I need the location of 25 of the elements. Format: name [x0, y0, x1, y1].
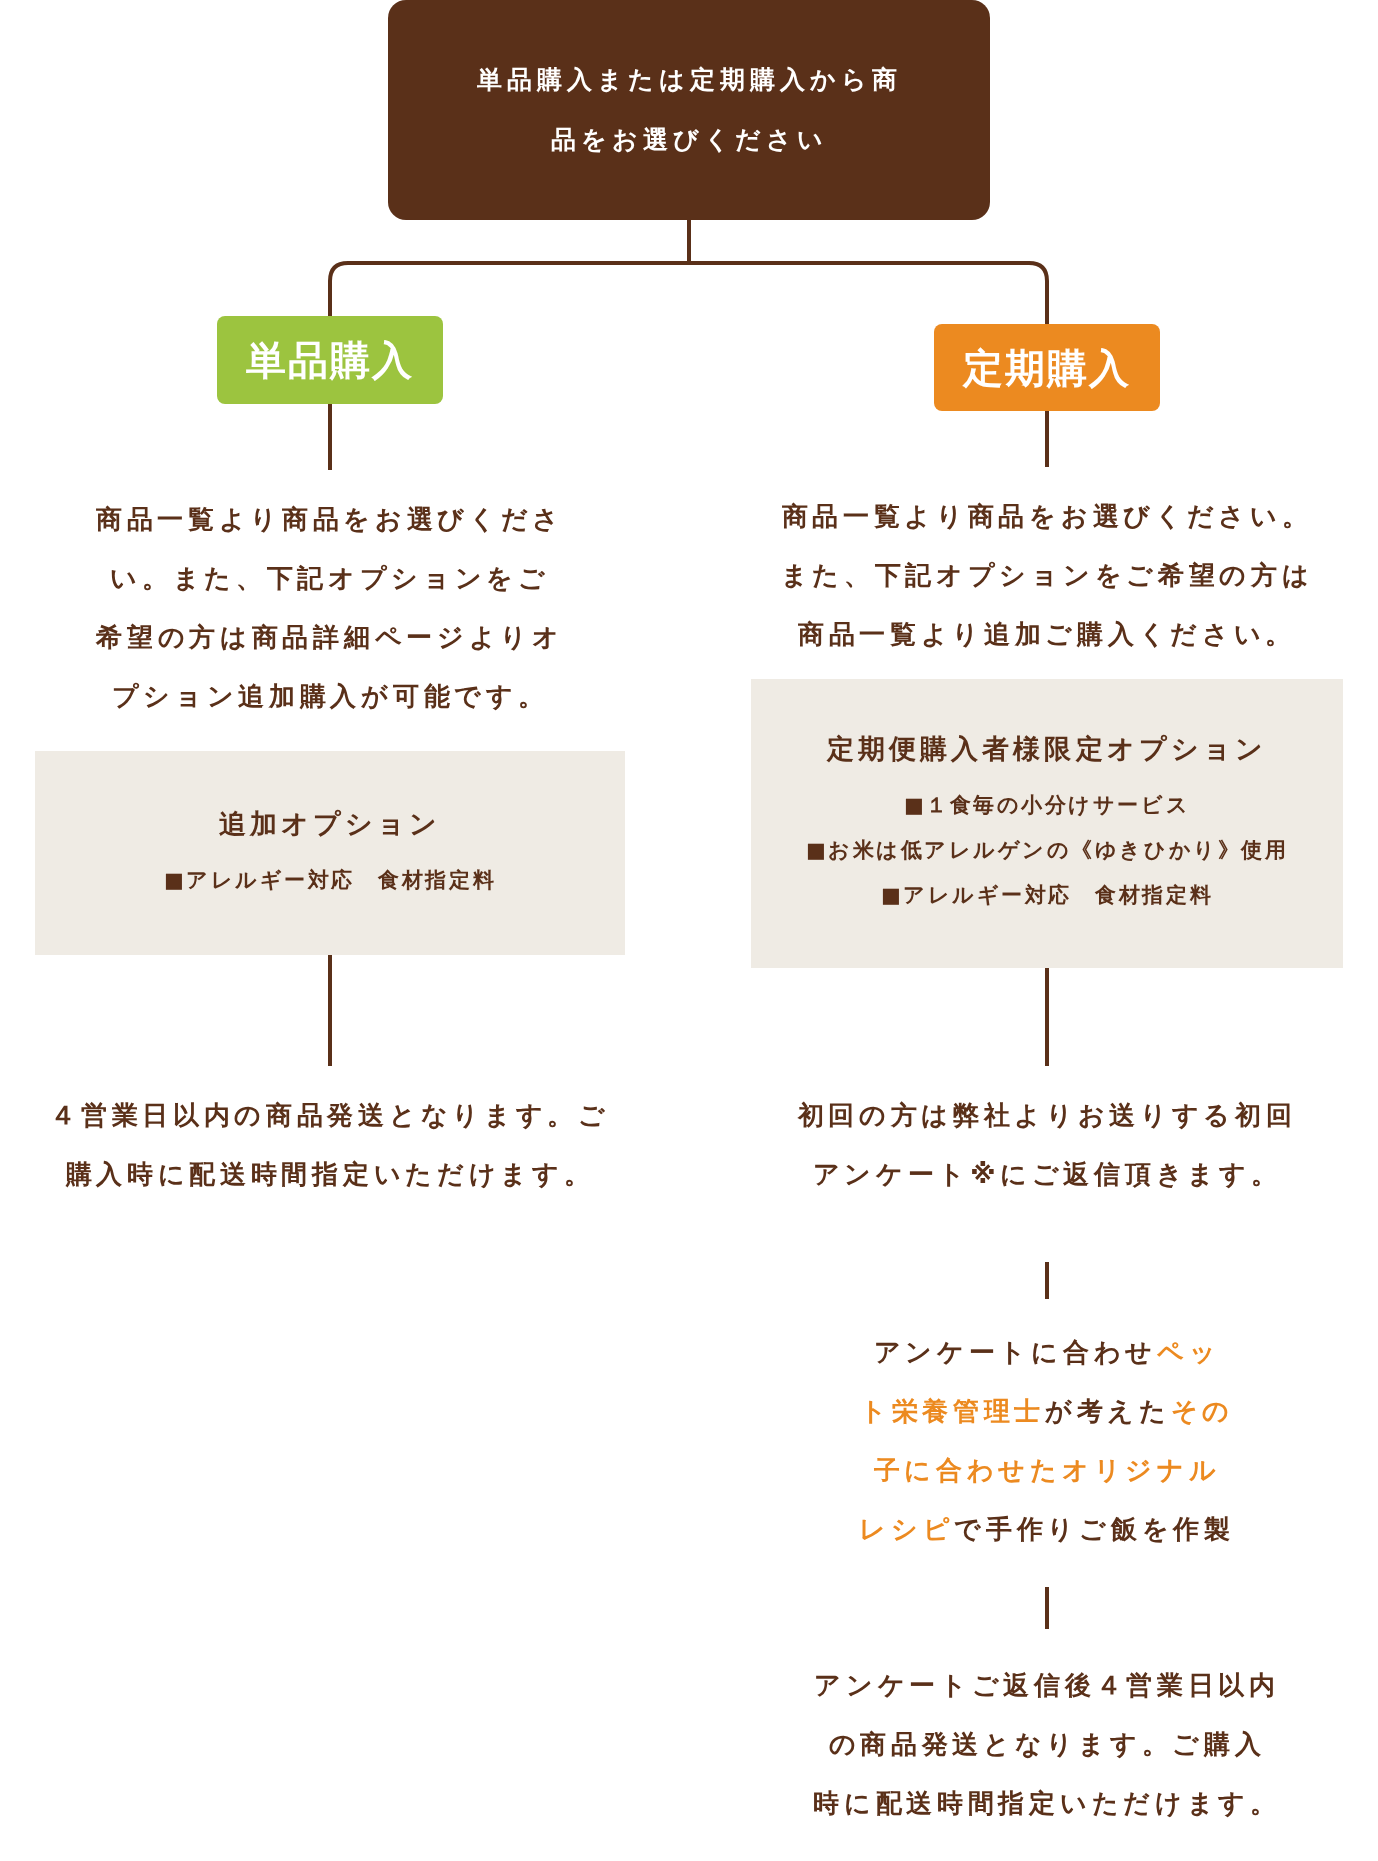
step-text: 初回の方は弊社よりお送りする初回アンケート※にご返信頂きます。 [764, 1066, 1330, 1262]
step-text: アンケートに合わせペット栄養管理士が考えたその子に合わせたオリジナルレシピで手作りご飯を作製 [807, 1299, 1287, 1587]
step-text: 商品一覧より商品をお選びください。また、下記オプションをご希望の方は商品一覧より追加ご購入ください。 [767, 467, 1327, 668]
title-text: 単品購入または定期購入から商品をお選びください [475, 64, 903, 156]
connector-line [1045, 968, 1049, 1066]
connector-line [687, 220, 1049, 324]
connector-line [328, 955, 332, 1066]
category-label: 単品購入 [217, 316, 443, 404]
step-text: 商品一覧より商品をお選びください。また、下記オプションをご希望の方は商品詳細ページよりオプション追加購入が可能です。 [57, 470, 603, 732]
option-heading: 定期便購入者様限定オプション [827, 732, 1267, 766]
title-box [388, 0, 990, 220]
connector-line [1045, 411, 1049, 467]
step-text: ４営業日以内の商品発送となります。ご購入時に配送時間指定いただけます。 [42, 1066, 618, 1216]
category-label: 定期購入 [934, 324, 1160, 411]
connector-line [328, 404, 332, 470]
step-text: アンケートご返信後４営業日以内の商品発送となります。ご購入時に配送時間指定いただけます。 [759, 1629, 1335, 1839]
option-heading: 追加オプション [218, 806, 442, 841]
connector-line [1045, 1262, 1049, 1299]
option-panel [35, 751, 625, 955]
option-panel [751, 679, 1343, 968]
connector-line [1045, 1587, 1049, 1629]
option-item: ■１食毎の小分けサービス [903, 792, 1191, 819]
option-item: ■アレルギー対応 食材指定料 [880, 882, 1214, 909]
option-item: ■アレルギー対応 食材指定料 [163, 866, 497, 894]
option-item: ■お米は低アレルゲンの《ゆきひかり》使用 [805, 837, 1289, 864]
